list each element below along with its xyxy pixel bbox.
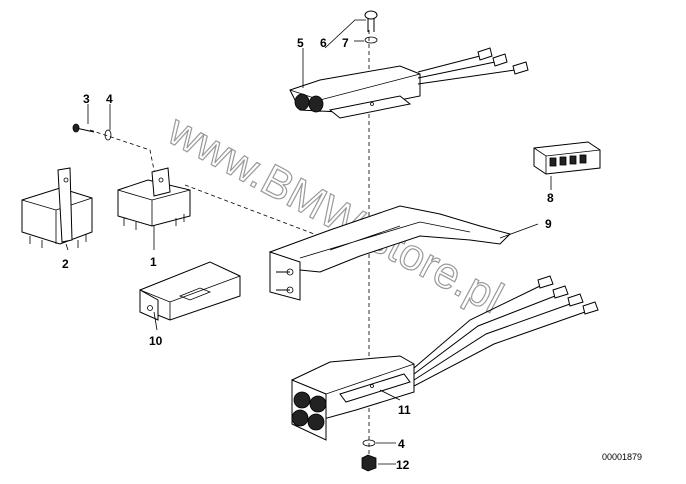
connector-block-part-8 — [533, 141, 601, 175]
label-part-1: 1 — [150, 255, 157, 269]
wires-part-5 — [417, 47, 529, 85]
connector-housing-part-5 — [289, 65, 421, 119]
washer-part-4-bottom — [362, 439, 376, 447]
washer-part-4-top — [104, 129, 112, 141]
relay-part-1 — [117, 167, 191, 230]
mounting-plate-part-9 — [268, 205, 511, 301]
diagram-id: 00001879 — [602, 452, 642, 462]
label-part-8: 8 — [547, 191, 554, 205]
label-part-2: 2 — [62, 257, 69, 271]
washer-part-7 — [364, 36, 378, 44]
leader-line-screw — [89, 129, 156, 176]
bracket-part-10 — [139, 261, 241, 321]
label-leader-lines — [65, 19, 552, 465]
connector-housing-part-11 — [291, 355, 415, 441]
screw-part-6 — [364, 10, 378, 32]
label-part-12: 12 — [396, 458, 410, 472]
label-part-11: 11 — [398, 403, 411, 417]
leader-line-relay — [184, 184, 331, 241]
label-part-4-bottom: 4 — [398, 437, 405, 451]
label-part-4-top: 4 — [106, 92, 113, 106]
nut-part-12 — [361, 454, 377, 472]
wires-part-11 — [413, 275, 599, 387]
label-part-6: 6 — [320, 36, 327, 50]
label-part-10: 10 — [149, 334, 163, 348]
label-part-5: 5 — [297, 36, 304, 50]
label-part-9: 9 — [545, 217, 552, 231]
relay-part-2 — [21, 167, 93, 248]
label-part-3: 3 — [83, 92, 90, 106]
label-part-7: 7 — [342, 36, 349, 50]
screw-part-3 — [72, 123, 95, 133]
